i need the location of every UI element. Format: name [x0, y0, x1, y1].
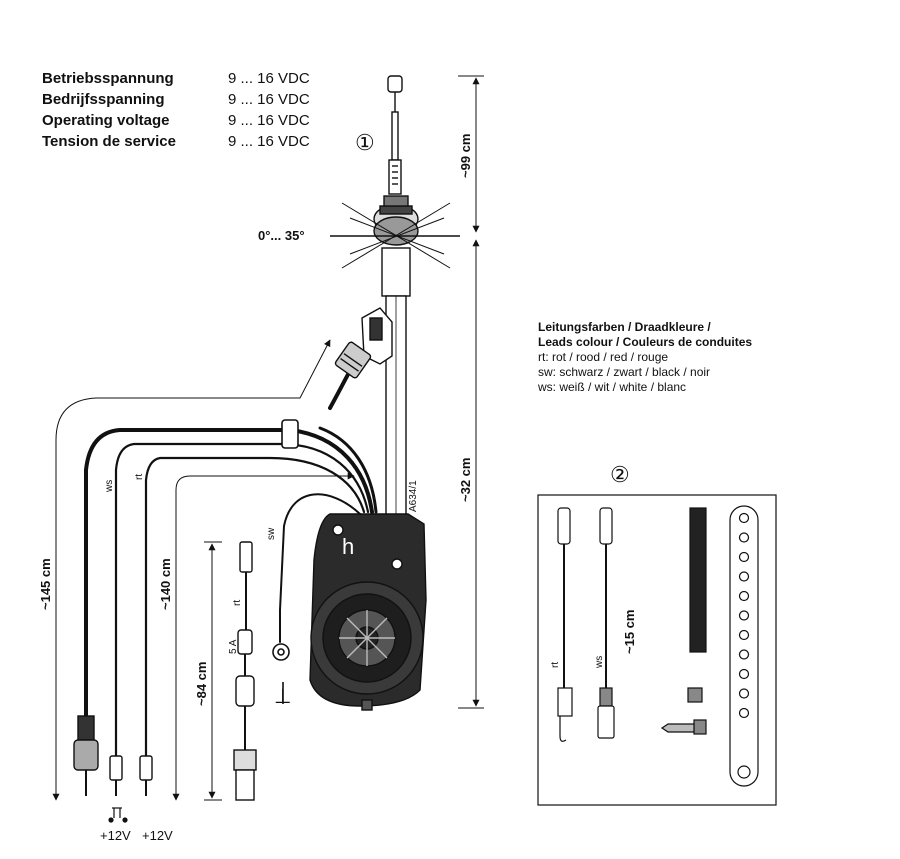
spec-value-fr: 9 ... 16 VDC [228, 133, 310, 150]
leads-title-1: Leitungsfarben / Draadkleure / [538, 320, 711, 334]
spec-value-en: 9 ... 16 VDC [228, 112, 310, 129]
wire-label-sw: sw [266, 527, 277, 540]
dim-kit-15: ~15 cm [622, 609, 637, 654]
dim-cable-84: ~84 cm [194, 661, 209, 706]
coax-connector [334, 307, 393, 379]
kit-wire-label-rt: rt [550, 661, 561, 668]
fuse-rating: 5 A [228, 639, 239, 654]
dim-cable-145: ~145 cm [38, 558, 53, 610]
voltage-switched: +12V [100, 828, 131, 843]
strap-end-hole [737, 765, 751, 779]
strap-hole [738, 512, 750, 524]
dim-body: ~32 cm [458, 457, 473, 502]
spec-value-de: 9 ... 16 VDC [228, 70, 310, 87]
kit-box [537, 494, 777, 806]
model-code: A634/1 [408, 480, 419, 512]
angle-rays [330, 202, 460, 269]
wire-label-rt: rt [134, 473, 145, 480]
leads-rt: rt: rot / rood / red / rouge [538, 350, 669, 364]
kit-wire-label-ws: ws [594, 655, 605, 668]
strap-hole [738, 551, 750, 563]
strap-hole [738, 668, 750, 680]
dim-cable-140: ~140 cm [158, 558, 173, 610]
leads-ws: ws: weiß / wit / white / blanc [538, 380, 687, 394]
dim-mast: ~99 cm [458, 133, 473, 178]
strap-hole [738, 629, 750, 641]
fuse-wire-label-rt: rt [232, 599, 243, 606]
callout-1: ① [355, 130, 375, 155]
strap-hole [738, 590, 750, 602]
spec-label-de: Betriebsspannung [42, 70, 174, 87]
ground-symbol: ⊥ [274, 686, 292, 708]
leads-sw: sw: schwarz / zwart / black / noir [538, 365, 711, 379]
strap-hole [738, 571, 750, 582]
spec-label-fr: Tension de service [42, 133, 176, 150]
strap-hole [738, 707, 750, 719]
motor-letter: h [342, 534, 355, 559]
callout-2: ② [610, 462, 630, 487]
voltage-permanent: +12V [142, 828, 173, 843]
spec-label-nl: Bedrijfsspanning [42, 91, 165, 108]
tilt-angle-label: 0°... 35° [258, 228, 305, 243]
switch-symbol [108, 807, 128, 823]
strap-hole [738, 532, 750, 543]
strap-hole [738, 610, 750, 621]
strap-hole [738, 688, 750, 699]
spec-value-nl: 9 ... 16 VDC [228, 91, 310, 108]
leads-title-2: Leads colour / Couleurs de conduites [538, 335, 753, 349]
spec-label-en: Operating voltage [42, 112, 170, 129]
strap-hole [738, 649, 750, 660]
wire-label-ws: ws [104, 479, 115, 492]
